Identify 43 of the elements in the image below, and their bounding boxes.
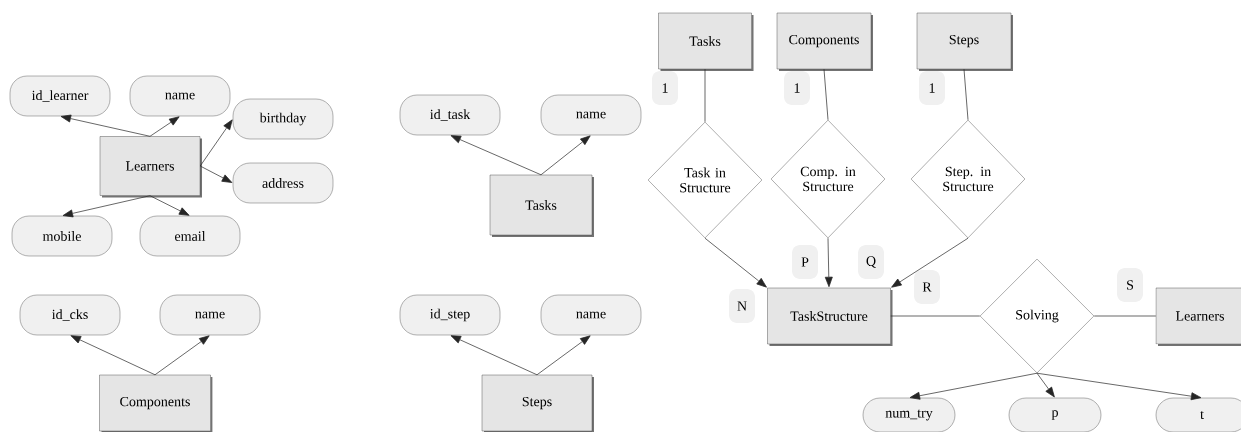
cardinality-label: 1 <box>784 71 810 105</box>
arrow <box>704 237 767 288</box>
arrow <box>824 237 833 288</box>
arrow <box>540 135 591 176</box>
arrow <box>154 335 210 376</box>
connector-line <box>704 68 706 123</box>
arrow <box>1036 372 1055 398</box>
cardinality-label: 1 <box>652 71 678 105</box>
arrow <box>1036 372 1202 401</box>
cardinality-label: S <box>1117 268 1143 302</box>
entity-box: Tasks <box>658 12 754 71</box>
arrow <box>199 119 233 167</box>
entity-box: Components <box>776 12 873 71</box>
cardinality-label: P <box>792 245 818 279</box>
attribute-oval: t <box>1155 397 1241 432</box>
connector-line <box>1093 315 1157 317</box>
attribute-oval: num_try <box>862 397 956 432</box>
entity-box: Learners <box>99 136 202 198</box>
entity-box: Steps <box>916 12 1013 71</box>
arrow <box>60 114 151 137</box>
cardinality-label: R <box>914 270 940 304</box>
arrow <box>450 135 542 176</box>
entity-box: Components <box>99 374 213 432</box>
arrow <box>62 195 151 218</box>
arrow <box>149 195 190 216</box>
cardinality-label: N <box>729 289 755 323</box>
arrow <box>891 237 969 288</box>
arrow <box>450 335 538 376</box>
entity-box: Tasks <box>489 174 594 237</box>
arrow <box>149 116 180 137</box>
arrow <box>536 335 591 376</box>
arrow <box>70 335 156 376</box>
connector-line <box>963 68 969 121</box>
arrow <box>199 165 233 183</box>
arrow <box>909 372 1038 400</box>
entity-box: Learners <box>1155 287 1241 346</box>
connector-line <box>890 315 981 317</box>
connector-line <box>823 68 829 121</box>
cardinality-label: 1 <box>919 71 945 105</box>
entity-box: Steps <box>481 374 594 432</box>
cardinality-label: Q <box>858 245 884 279</box>
entity-box: TaskStructure <box>767 287 893 346</box>
attribute-oval: p <box>1008 397 1102 432</box>
